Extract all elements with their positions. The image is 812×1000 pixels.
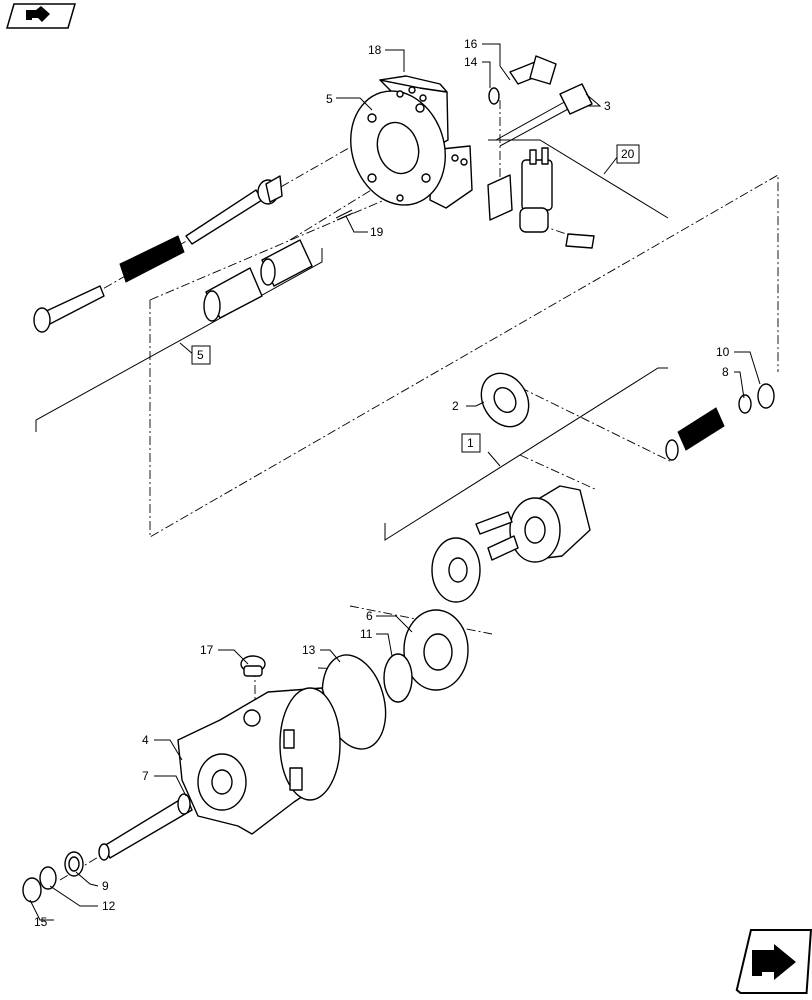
callout-17: 17 <box>200 643 214 657</box>
callout-11: 11 <box>360 627 373 641</box>
thrust-plate <box>480 372 530 428</box>
callout-7: 7 <box>142 769 149 783</box>
callout-15: 15 <box>34 915 48 929</box>
callout-9: 9 <box>102 879 109 893</box>
callout-3: 3 <box>604 99 611 113</box>
sleeve <box>203 239 313 322</box>
piston <box>475 511 519 561</box>
arrow-curved-icon <box>26 6 50 22</box>
spring <box>119 235 185 283</box>
callout-6: 6 <box>366 609 373 623</box>
group-label-1: 1 <box>461 433 481 453</box>
callout-4: 4 <box>142 733 149 747</box>
bearing-plate <box>403 609 469 691</box>
group-bracket-1 <box>384 367 668 541</box>
pin <box>335 209 354 221</box>
snap-ring <box>738 394 752 414</box>
group-label-5: 5 <box>191 345 211 365</box>
callout-18: 18 <box>368 43 382 57</box>
valve-housing <box>350 75 473 209</box>
svg-text:5: 5 <box>197 348 204 362</box>
spring <box>665 407 725 461</box>
centerline <box>149 174 779 538</box>
drive-shaft <box>98 793 193 861</box>
bolt <box>509 55 557 85</box>
callout-14: 14 <box>464 55 478 69</box>
washer <box>39 866 57 890</box>
callout-19: 19 <box>370 225 384 239</box>
cap <box>240 655 266 677</box>
centerline <box>504 379 673 463</box>
callout-13: 13 <box>302 643 316 657</box>
pump-housing <box>177 687 341 835</box>
centerline <box>149 189 409 301</box>
group-label-20: 20 <box>616 144 640 164</box>
callout-5: 5 <box>326 92 333 106</box>
callout-12: 12 <box>102 899 116 913</box>
snap-ring <box>22 877 42 903</box>
callout-16: 16 <box>464 37 478 51</box>
adjusting-screw <box>495 83 593 147</box>
group-bracket-20 <box>488 139 669 219</box>
callout-10: 10 <box>716 345 730 359</box>
arrow-curved-icon <box>752 944 796 980</box>
solenoid-valve <box>487 147 595 249</box>
shim <box>383 653 413 703</box>
bolt <box>33 285 105 333</box>
callout-8: 8 <box>722 365 729 379</box>
washer <box>488 87 500 105</box>
centerline <box>519 454 598 491</box>
previous-page-button[interactable] <box>6 3 76 29</box>
cylinder-block <box>509 485 591 563</box>
callout-2: 2 <box>452 399 459 413</box>
seal <box>757 383 775 409</box>
svg-text:1: 1 <box>467 436 474 450</box>
next-page-button[interactable] <box>735 929 812 994</box>
shaft-seal <box>64 851 84 877</box>
spool-rod <box>185 175 283 245</box>
svg-text:20: 20 <box>621 147 635 161</box>
callout-leaders <box>29 43 761 921</box>
shoe-plate <box>431 537 481 603</box>
